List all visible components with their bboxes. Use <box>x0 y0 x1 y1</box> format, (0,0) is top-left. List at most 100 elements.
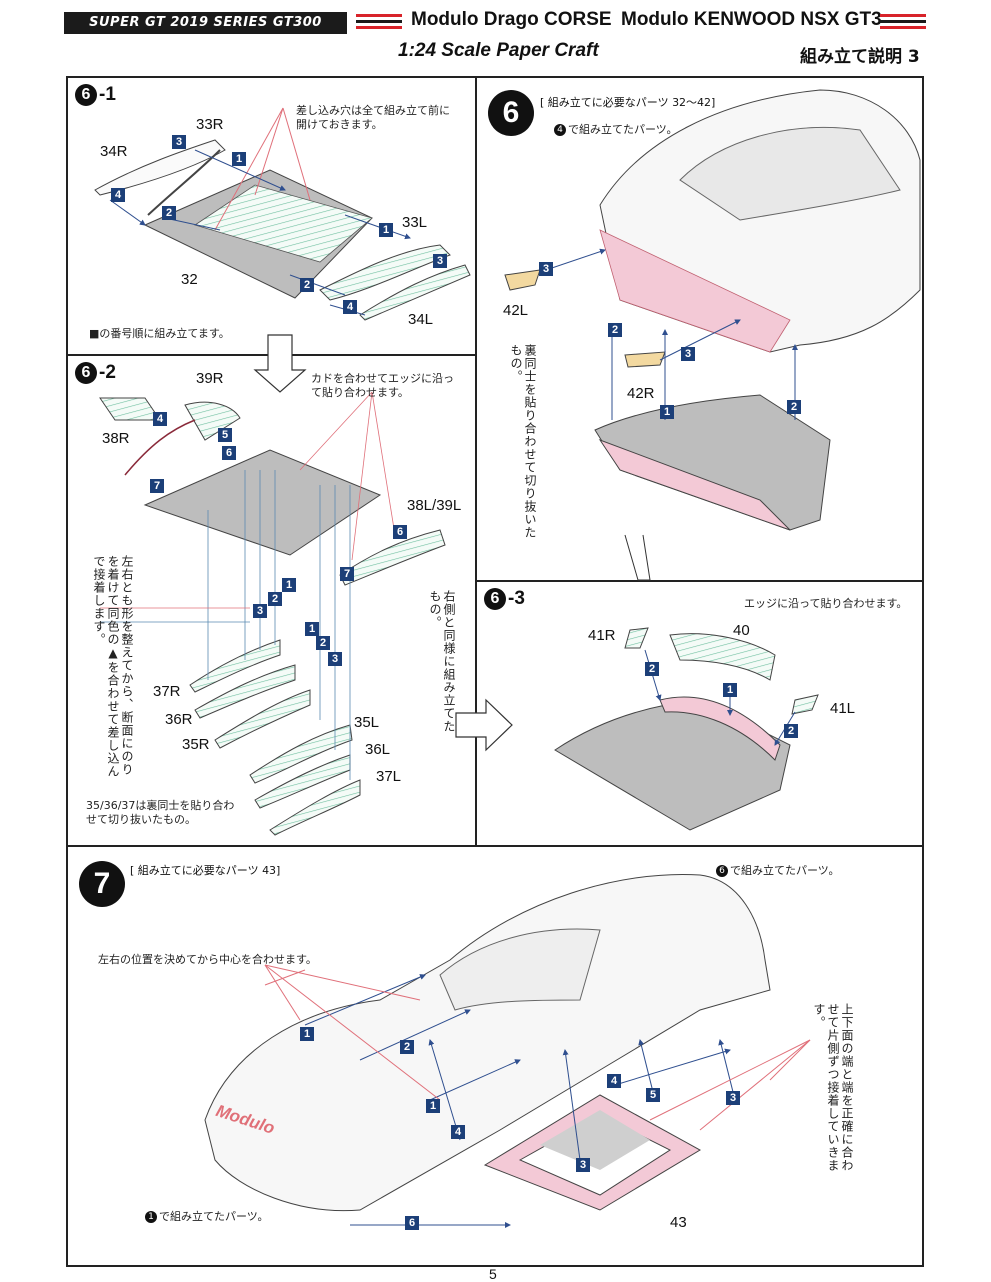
first-parts-text: で組み立てたパーツ。 <box>159 1210 269 1223</box>
header-stripe-red-r <box>880 14 926 17</box>
badge-6-2-6b: 6 <box>393 525 407 539</box>
badge-6-2-7a: 7 <box>150 479 164 493</box>
badge-6-2b: 2 <box>787 400 801 414</box>
badge-6-2-1a: 1 <box>282 578 296 592</box>
prev-parts-7-text: で組み立てたパーツ。 <box>730 864 840 877</box>
prev-parts-7-circle: 6 <box>716 865 728 877</box>
badge-6-3a: 3 <box>539 262 553 276</box>
badge-7-1b: 1 <box>426 1099 440 1113</box>
label-36L: 36L <box>365 741 391 758</box>
note-6-2-left-vertical: 左右とも形を整えてから、断面にのりを着けて同色の▲を合わせて差し込んで接着します… <box>92 555 134 778</box>
label-37L: 37L <box>376 768 402 785</box>
step-6-1-label: 6-1 <box>75 84 116 106</box>
title-team: Modulo Drago CORSE <box>411 9 612 30</box>
badge-6-1-1a: 1 <box>232 152 246 166</box>
label-33L: 33L <box>402 214 428 231</box>
badge-6-3-2b: 2 <box>784 724 798 738</box>
badge-6-1-1b: 1 <box>379 223 393 237</box>
illus-7-car <box>204 873 811 1228</box>
label-41L: 41L <box>830 700 856 717</box>
badge-6-2-1b: 1 <box>305 622 319 636</box>
label-42R: 42R <box>627 385 655 402</box>
step-6-2-sub: -2 <box>99 362 116 384</box>
badge-7-3b: 3 <box>576 1158 590 1172</box>
badge-7-2: 2 <box>400 1040 414 1054</box>
step-6-circle: 6 <box>488 90 534 136</box>
panel-7-frame <box>66 845 924 1267</box>
label-34R: 34R <box>100 143 128 160</box>
badge-6-1-3b: 3 <box>433 254 447 268</box>
label-36R: 36R <box>165 711 193 728</box>
note-6-vertical: 裏同士を貼り合わせて切り抜いたもの。 <box>509 344 537 539</box>
series-badge: SUPER GT 2019 SERIES GT300 <box>64 12 347 34</box>
badge-6-2-6a: 6 <box>222 446 236 460</box>
parts-needed-7: [ 組み立てに必要なパーツ 43] <box>130 864 281 877</box>
label-40: 40 <box>733 622 750 639</box>
badge-7-4b: 4 <box>607 1074 621 1088</box>
note-6-2-bottom: 35/36/37は裏同士を貼り合わせて切り抜いたもの。 <box>86 799 235 826</box>
badge-6-2-5: 5 <box>218 428 232 442</box>
badge-7-5: 5 <box>646 1088 660 1102</box>
illus-6-3 <box>554 627 819 831</box>
instructions-title: 組み立て説明 3 <box>800 47 920 67</box>
badge-7-6: 6 <box>405 1216 419 1230</box>
step-6-3-circle: 6 <box>484 588 506 610</box>
first-parts-circle: 1 <box>145 1211 157 1223</box>
label-32: 32 <box>181 271 198 288</box>
label-35R: 35R <box>182 736 210 753</box>
header-stripe-black <box>356 20 402 23</box>
badge-6-2-2b: 2 <box>316 636 330 650</box>
page-number: 5 <box>489 1266 497 1282</box>
prev-parts-circle: 4 <box>554 124 566 136</box>
step-6-2-label: 6-2 <box>75 362 116 384</box>
badge-6-2-7b: 7 <box>340 567 354 581</box>
label-38L39L: 38L/39L <box>407 497 462 514</box>
label-39R: 39R <box>196 370 224 387</box>
badge-6-3-2a: 2 <box>645 662 659 676</box>
badge-6-3b: 3 <box>681 347 695 361</box>
label-42L: 42L <box>503 302 529 319</box>
label-33R: 33R <box>196 116 224 133</box>
note-7-vertical: 上下面の端と端を正確に合わせて片側ずつ接着していきます。 <box>812 1003 854 1172</box>
header-stripe-red-2 <box>356 26 402 29</box>
badge-7-4a: 4 <box>451 1125 465 1139</box>
scale-label: 1:24 Scale Paper Craft <box>398 40 599 61</box>
step-6-1-sub: -1 <box>99 84 116 106</box>
step-6-2-circle: 6 <box>75 362 97 384</box>
note-6-1-order: ■の番号順に組み立てます。 <box>89 327 230 340</box>
note-6-1-holes: 差し込み穴は全て組み立て前に開けておきます。 <box>296 104 450 131</box>
prev-parts-text: で組み立てたパーツ。 <box>568 123 678 136</box>
badge-6-2-3a: 3 <box>253 604 267 618</box>
badge-7-3a: 3 <box>726 1091 740 1105</box>
label-34L: 34L <box>408 311 434 328</box>
badge-6-1a: 1 <box>660 405 674 419</box>
badge-6-1-3a: 3 <box>172 135 186 149</box>
label-41R: 41R <box>588 627 616 644</box>
badge-6-2-4: 4 <box>153 412 167 426</box>
illus-6-1 <box>94 107 471 321</box>
badge-6-2-3b: 3 <box>328 652 342 666</box>
parts-needed-6: [ 組み立てに必要なパーツ 32～42] <box>540 96 716 109</box>
step-7-circle: 7 <box>79 861 125 907</box>
badge-6-2-2a: 2 <box>268 592 282 606</box>
label-35L: 35L <box>354 714 380 731</box>
badge-6-1-4a: 4 <box>111 188 125 202</box>
header-stripe-black-r <box>880 20 926 23</box>
step-6-1-circle: 6 <box>75 84 97 106</box>
label-37R: 37R <box>153 683 181 700</box>
label-43: 43 <box>670 1214 687 1231</box>
header-stripe-red <box>356 14 402 17</box>
note-6-2-edge: カドを合わせてエッジに沿って貼り合わせます。 <box>311 372 454 399</box>
header-stripe-red-r2 <box>880 26 926 29</box>
badge-6-3-1: 1 <box>723 683 737 697</box>
title-car: Modulo KENWOOD NSX GT3 <box>621 9 882 30</box>
badge-6-2a: 2 <box>608 323 622 337</box>
badge-6-1-2a: 2 <box>162 206 176 220</box>
note-7-center: 左右の位置を決めてから中心を合わせます。 <box>98 953 317 966</box>
label-38R: 38R <box>102 430 130 447</box>
badge-7-1a: 1 <box>300 1027 314 1041</box>
step-6-3-sub: -3 <box>508 588 525 610</box>
